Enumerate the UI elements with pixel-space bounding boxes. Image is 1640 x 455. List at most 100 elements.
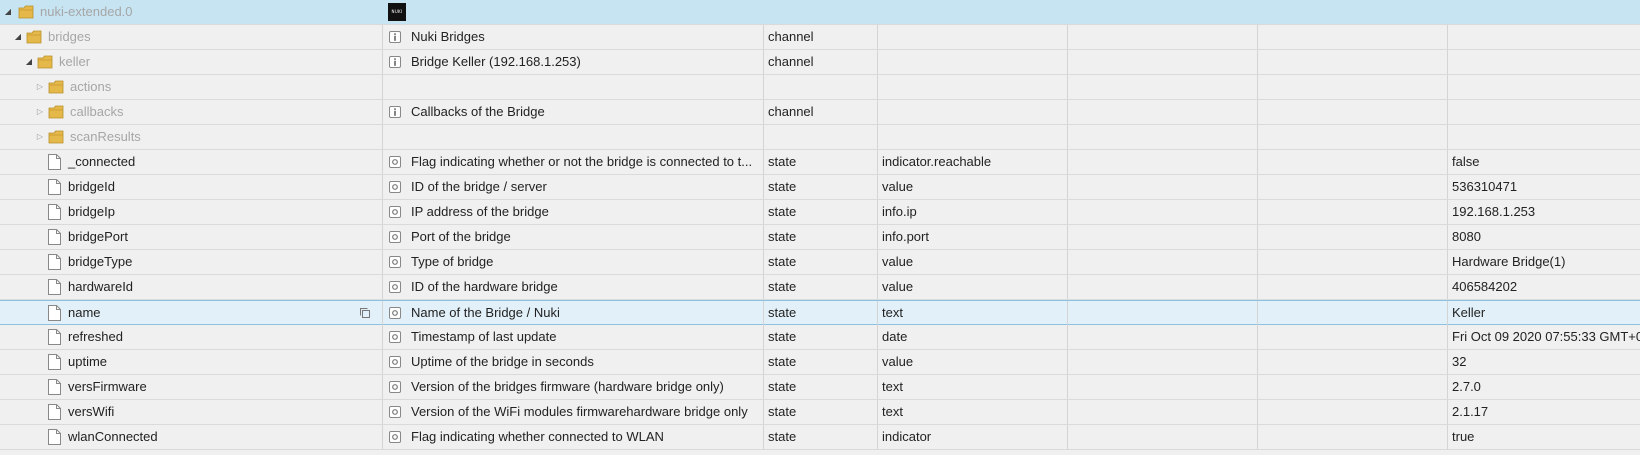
collapse-toggle-icon[interactable]: ◢: [25, 57, 33, 66]
room-cell[interactable]: [1067, 50, 1257, 74]
expand-toggle-icon[interactable]: ◢: [4, 7, 12, 16]
room-cell[interactable]: [1067, 100, 1257, 124]
value-cell[interactable]: 536310471: [1447, 175, 1640, 199]
value-cell[interactable]: false: [1447, 150, 1640, 174]
type-cell: state: [763, 375, 877, 399]
room-cell[interactable]: [1067, 225, 1257, 249]
room-cell[interactable]: [1067, 250, 1257, 274]
node-label: bridgeType: [68, 254, 133, 269]
name-cell: bridgeId: [0, 175, 382, 199]
type-cell: state: [763, 301, 877, 325]
description-text: Version of the bridges firmware (hardwar…: [411, 379, 724, 394]
function-cell[interactable]: [1257, 301, 1447, 325]
type-cell: [763, 125, 877, 149]
value-cell[interactable]: 192.168.1.253: [1447, 200, 1640, 224]
function-cell[interactable]: [1257, 75, 1447, 99]
state-icon: [389, 356, 401, 368]
value-cell[interactable]: Keller: [1447, 301, 1640, 325]
expand-toggle-icon[interactable]: ▷: [36, 132, 44, 141]
function-cell[interactable]: [1257, 400, 1447, 424]
tree-row[interactable]: ◢bridges Nuki Bridges channel: [0, 25, 1640, 50]
function-cell[interactable]: [1257, 125, 1447, 149]
room-cell[interactable]: [1067, 125, 1257, 149]
value-cell[interactable]: [1447, 25, 1640, 49]
function-cell[interactable]: [1257, 425, 1447, 449]
value-cell[interactable]: 406584202: [1447, 275, 1640, 299]
tree-row[interactable]: bridgeIp IP address of the bridge state …: [0, 200, 1640, 225]
function-cell[interactable]: [1257, 150, 1447, 174]
tree-row[interactable]: name Name of the Bridge / Nuki state tex…: [0, 300, 1640, 325]
room-cell[interactable]: [1067, 425, 1257, 449]
value-cell[interactable]: [1447, 125, 1640, 149]
copy-icon[interactable]: [359, 307, 371, 319]
tree-row[interactable]: ▷callbacks Callbacks of the Bridge chann…: [0, 100, 1640, 125]
function-cell[interactable]: [1257, 275, 1447, 299]
type-cell: state: [763, 425, 877, 449]
type-cell: state: [763, 275, 877, 299]
function-cell[interactable]: [1257, 100, 1447, 124]
value-cell[interactable]: true: [1447, 425, 1640, 449]
folder-icon: [48, 130, 64, 144]
desc-cell: ID of the bridge / server: [382, 175, 763, 199]
tree-row[interactable]: versFirmware Version of the bridges firm…: [0, 375, 1640, 400]
type-cell: [763, 75, 877, 99]
desc-cell: Flag indicating whether or not the bridg…: [382, 150, 763, 174]
tree-row[interactable]: bridgeId ID of the bridge / server state…: [0, 175, 1640, 200]
value-cell[interactable]: [1447, 50, 1640, 74]
room-cell[interactable]: [1067, 275, 1257, 299]
room-cell[interactable]: [1067, 375, 1257, 399]
tree-row[interactable]: uptime Uptime of the bridge in seconds s…: [0, 350, 1640, 375]
value-cell[interactable]: [1447, 100, 1640, 124]
tree-row[interactable]: refreshed Timestamp of last update state…: [0, 325, 1640, 350]
tree-row[interactable]: bridgePort Port of the bridge state info…: [0, 225, 1640, 250]
tree-row[interactable]: _connected Flag indicating whether or no…: [0, 150, 1640, 175]
tree-row[interactable]: versWifi Version of the WiFi modules fir…: [0, 400, 1640, 425]
name-cell: wlanConnected: [0, 425, 382, 449]
tree-row-root[interactable]: ◢ nuki-extended.0 NUKI: [0, 0, 1640, 25]
tree-row[interactable]: wlanConnected Flag indicating whether co…: [0, 425, 1640, 450]
name-cell: bridgeIp: [0, 200, 382, 224]
tree-row[interactable]: ▷actions: [0, 75, 1640, 100]
room-cell[interactable]: [1067, 150, 1257, 174]
expand-toggle-icon[interactable]: ▷: [36, 82, 44, 91]
room-cell[interactable]: [1067, 325, 1257, 349]
room-cell[interactable]: [1067, 25, 1257, 49]
node-label: versWifi: [68, 404, 115, 419]
value-cell[interactable]: 8080: [1447, 225, 1640, 249]
room-cell[interactable]: [1067, 350, 1257, 374]
type-cell: state: [763, 150, 877, 174]
collapse-toggle-icon[interactable]: ◢: [14, 32, 22, 41]
file-icon: [48, 404, 61, 420]
value-cell[interactable]: Hardware Bridge(1): [1447, 250, 1640, 274]
expand-toggle-icon[interactable]: ▷: [36, 107, 44, 116]
room-cell[interactable]: [1067, 301, 1257, 325]
desc-cell: IP address of the bridge: [382, 200, 763, 224]
value-cell[interactable]: 2.7.0: [1447, 375, 1640, 399]
room-cell[interactable]: [1067, 175, 1257, 199]
name-cell: versWifi: [0, 400, 382, 424]
state-icon: [389, 256, 401, 268]
channel-icon: [389, 106, 401, 118]
function-cell[interactable]: [1257, 375, 1447, 399]
room-cell[interactable]: [1067, 400, 1257, 424]
tree-row[interactable]: ▷scanResults: [0, 125, 1640, 150]
value-cell[interactable]: 2.1.17: [1447, 400, 1640, 424]
function-cell[interactable]: [1257, 250, 1447, 274]
tree-row[interactable]: bridgeType Type of bridge state value Ha…: [0, 250, 1640, 275]
description-text: ID of the bridge / server: [411, 179, 547, 194]
description-text: Timestamp of last update: [411, 329, 557, 344]
function-cell[interactable]: [1257, 225, 1447, 249]
function-cell[interactable]: [1257, 325, 1447, 349]
function-cell[interactable]: [1257, 25, 1447, 49]
function-cell[interactable]: [1257, 350, 1447, 374]
room-cell[interactable]: [1067, 200, 1257, 224]
room-cell[interactable]: [1067, 75, 1257, 99]
function-cell[interactable]: [1257, 175, 1447, 199]
value-cell[interactable]: [1447, 75, 1640, 99]
value-cell[interactable]: 32: [1447, 350, 1640, 374]
tree-row[interactable]: ◢keller Bridge Keller (192.168.1.253) ch…: [0, 50, 1640, 75]
function-cell[interactable]: [1257, 50, 1447, 74]
tree-row[interactable]: hardwareId ID of the hardware bridge sta…: [0, 275, 1640, 300]
function-cell[interactable]: [1257, 200, 1447, 224]
